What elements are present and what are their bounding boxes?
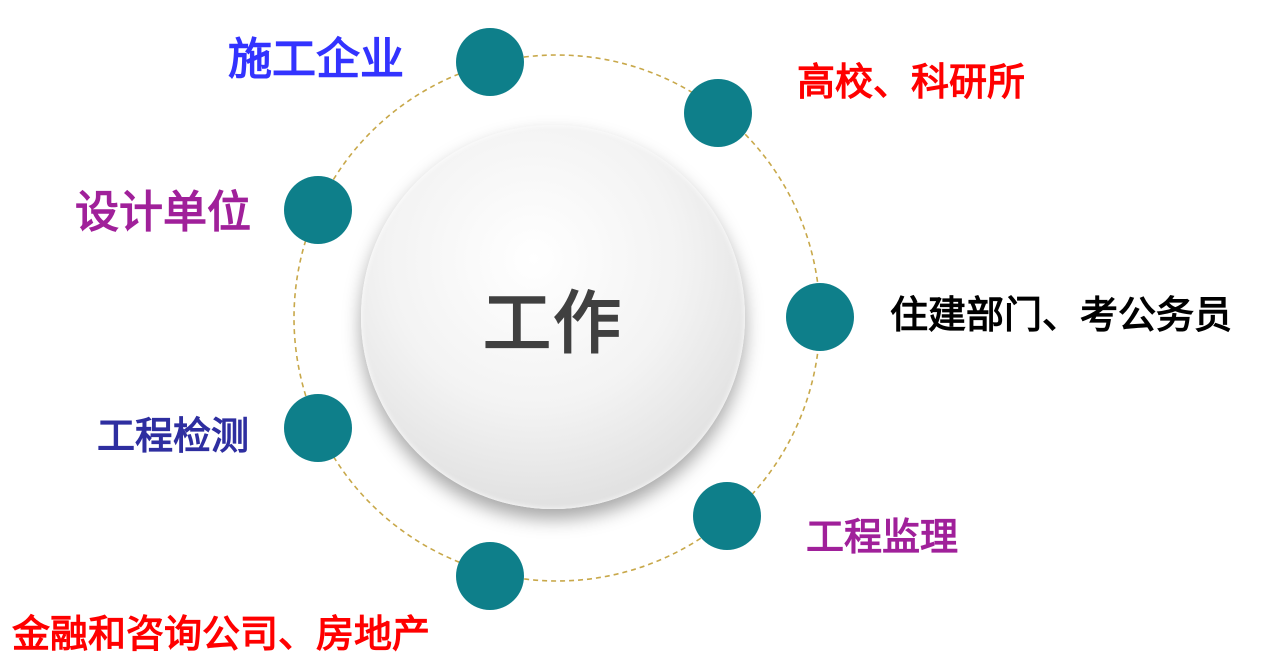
node-label-design: 设计单位 xyxy=(75,187,251,238)
node-dot xyxy=(456,542,524,610)
center-circle: 工作 xyxy=(361,125,745,509)
node-label-government: 住建部门、考公务员 xyxy=(890,293,1233,337)
node-label-university: 高校、科研所 xyxy=(797,60,1026,104)
node-dot xyxy=(284,394,352,462)
node-label-finance: 金融和咨询公司、房地产 xyxy=(12,612,431,656)
node-label-construction: 施工企业 xyxy=(228,34,404,85)
center-label: 工作 xyxy=(482,284,623,364)
node-dot xyxy=(786,283,854,351)
node-label-testing: 工程检测 xyxy=(97,414,250,458)
node-dot xyxy=(693,482,761,550)
node-dot xyxy=(284,176,352,244)
node-dot xyxy=(684,79,752,147)
node-dot xyxy=(456,28,524,96)
node-label-supervision: 工程监理 xyxy=(806,515,959,559)
